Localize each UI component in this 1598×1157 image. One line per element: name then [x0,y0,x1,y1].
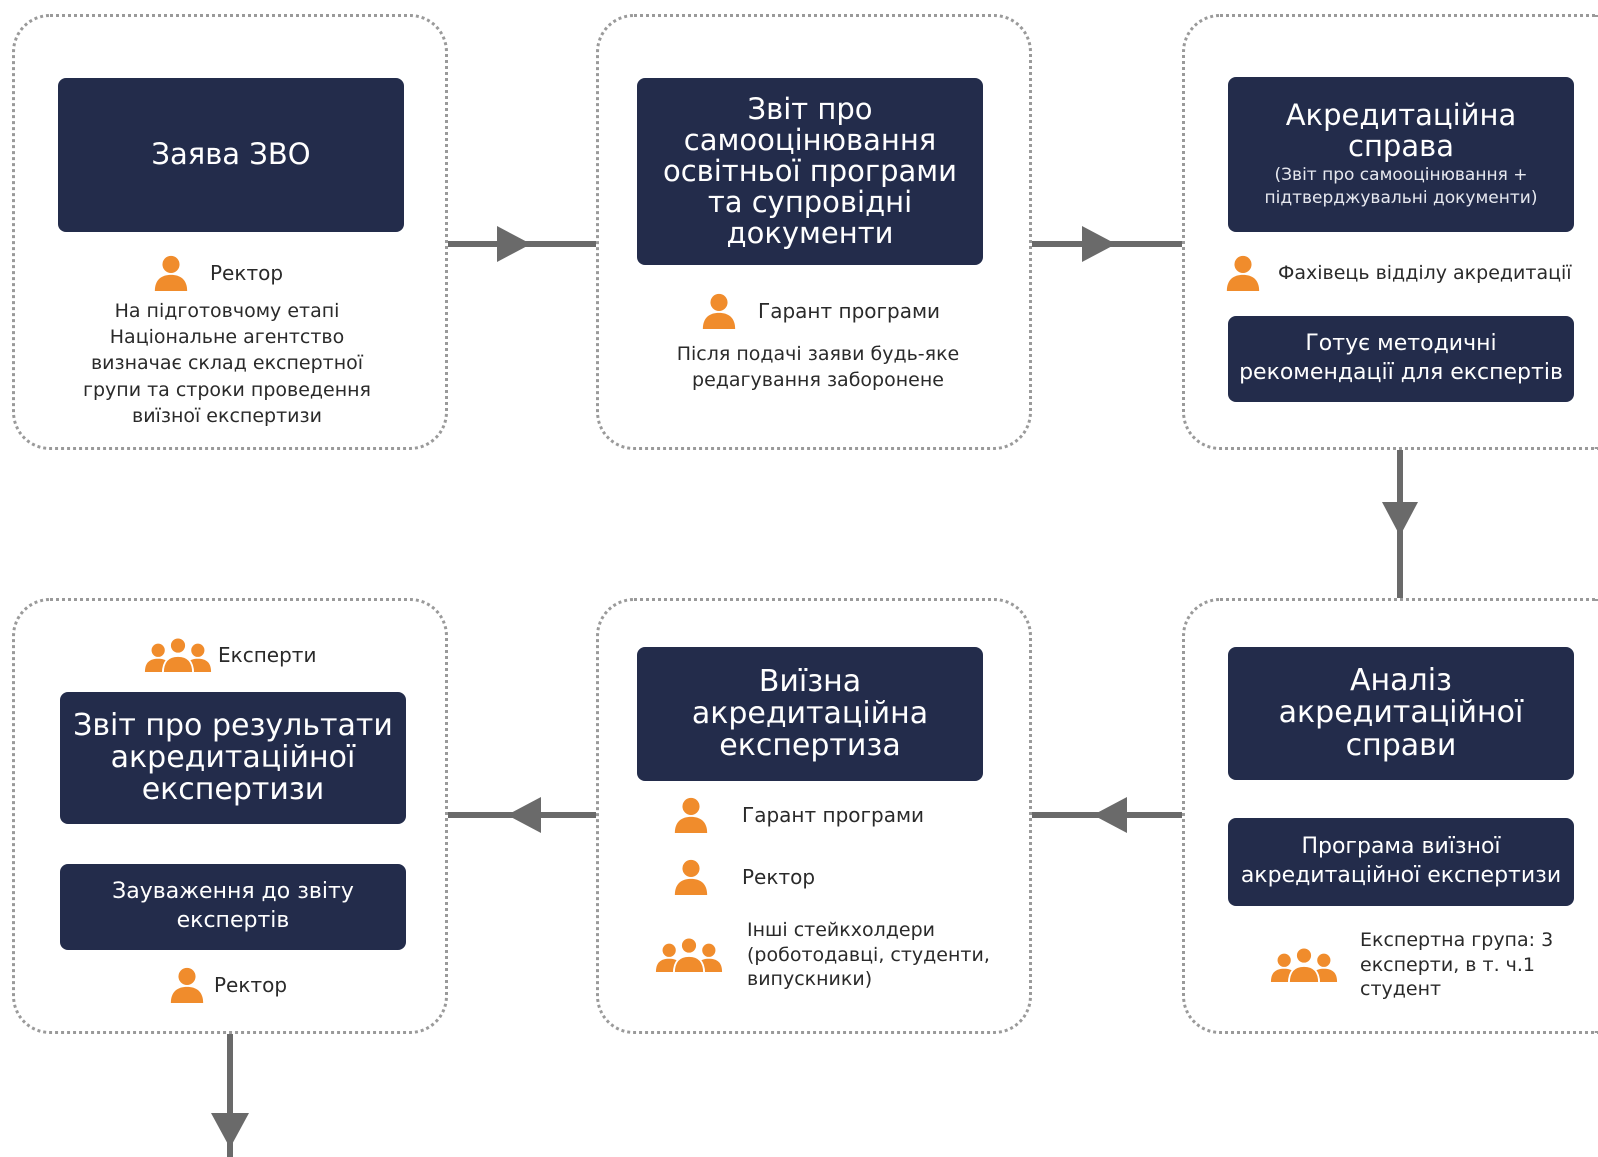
site-visit-box: Виїзна акредитаційна експертиза [637,647,983,781]
arrowhead-right-2 [1082,226,1116,262]
program-guarantor-label: Гарант програми [758,299,941,323]
experts-label: Експерти [218,643,317,667]
site-visit-title: Виїзна акредитаційна експертиза [691,663,929,764]
arrowhead-left-1 [1093,797,1127,833]
methodical-recommendations-box: Готує методичні рекомендації для експерт… [1228,316,1574,402]
accreditation-case-subtitle: (Звіт про самооцінювання + підтверджувал… [1264,165,1538,208]
arrowhead-down-1 [1382,502,1418,536]
preparation-note: На підготовчому етапі Національне агентс… [82,300,371,427]
people-group-icon [144,636,212,674]
expert-group-label: Експертна група: 3 експерти, в т. ч.1 ст… [1360,929,1554,1001]
accreditation-specialist-role: Фахівець відділу акредитації [1224,254,1572,292]
arrowhead-left-2 [507,797,541,833]
site-visit-guarantor-label: Гарант програми [742,803,925,827]
expertise-report-title: Звіт про результати акредитаційної експе… [73,707,393,808]
site-visit-program-box: Програма виїзної акредитаційної експерти… [1228,818,1574,906]
people-group-icon [655,936,723,974]
report-remarks-text: Зауваження до звіту експертів [112,879,354,933]
editing-prohibited-note: Після подачі заяви будь-яке редагування … [676,343,960,392]
methodical-recommendations-text: Готує методичні рекомендації для експерт… [1239,331,1563,385]
accreditation-case-box: Акредитаційна справа (Звіт про самооціню… [1228,77,1574,232]
site-visit-guarantor-role: Гарант програми [672,796,924,834]
expert-group-role: Експертна група: 3 експерти, в т. ч.1 ст… [1270,928,1560,1002]
arrowhead-down-2 [211,1113,249,1148]
application-title: Заява ЗВО [151,137,311,172]
report-rector-label: Ректор [214,973,288,997]
people-group-icon [1270,946,1338,984]
other-stakeholders-role: Інші стейкхолдери (роботодавці, студенти… [655,918,1007,992]
experts-role: Експерти [144,636,316,674]
arrowhead-right-1 [497,226,531,262]
report-remarks-box: Зауваження до звіту експертів [60,864,406,950]
site-visit-rector-label: Ректор [742,865,816,889]
expertise-report-box: Звіт про результати акредитаційної експе… [60,692,406,824]
case-analysis-title: Аналіз акредитаційної справи [1278,663,1524,763]
person-icon [700,292,738,330]
program-guarantor-role: Гарант програми [700,292,940,330]
rector-label: Ректор [210,261,284,285]
person-icon [168,966,206,1004]
report-rector-role: Ректор [168,966,287,1004]
site-visit-program-text: Програма виїзної акредитаційної експерти… [1240,834,1562,888]
other-stakeholders-label: Інші стейкхолдери (роботодавці, студенти… [747,919,990,991]
accreditation-case-title: Акредитаційна справа [1285,98,1517,164]
accreditation-specialist-label: Фахівець відділу акредитації [1278,262,1572,284]
self-assessment-title: Звіт про самооцінювання освітньої програ… [662,91,958,251]
person-icon [672,796,710,834]
site-visit-rector-role: Ректор [672,858,815,896]
person-icon [672,858,710,896]
case-analysis-box: Аналіз акредитаційної справи [1228,647,1574,780]
person-icon [1224,254,1262,292]
self-assessment-box: Звіт про самооцінювання освітньої програ… [637,78,983,265]
person-icon [152,254,190,292]
application-box: Заява ЗВО [58,78,404,232]
rector-role: Ректор [152,254,283,292]
